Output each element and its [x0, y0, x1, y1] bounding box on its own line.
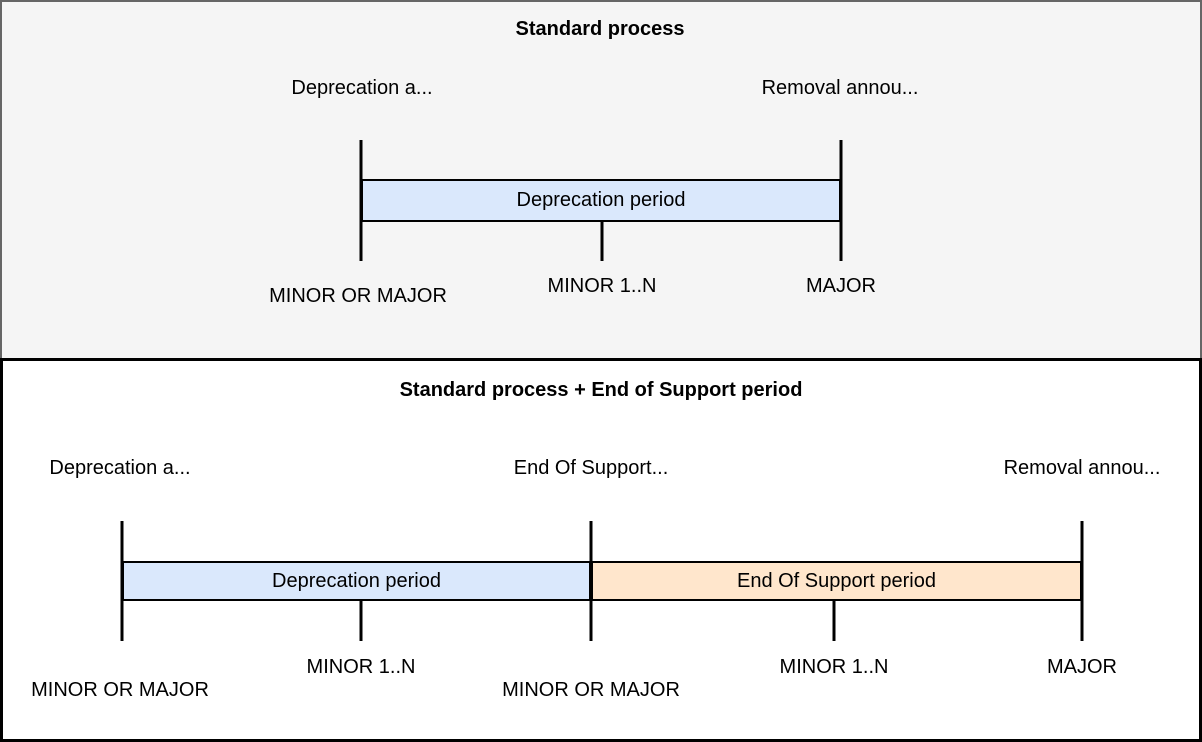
standard-process-eos-panel	[0, 358, 1202, 742]
timeline-tick-end	[839, 140, 843, 261]
standard-process-title: Standard process	[515, 18, 685, 40]
timeline-tick-start	[359, 140, 363, 261]
milestone2-minor-1-n-2: MINOR 1..N	[779, 656, 889, 678]
removal-announcement-label-2: Removal annou...	[1003, 457, 1161, 479]
milestone2-major: MAJOR	[1047, 656, 1117, 678]
timeline-tick-minor	[600, 222, 604, 261]
timeline2-tick-minor-1	[359, 601, 363, 641]
timeline2-tick-start	[120, 521, 124, 641]
deprecation-announcement-label: Deprecation a...	[291, 77, 433, 99]
deprecation-period-bar-2-label: Deprecation period	[272, 569, 441, 592]
milestone-minor-or-major: MINOR OR MAJOR	[269, 285, 447, 307]
standard-process-eos-title: Standard process + End of Support period	[399, 379, 803, 401]
milestone2-minor-or-major-2: MINOR OR MAJOR	[502, 679, 680, 701]
deprecation-announcement-label-2: Deprecation a...	[49, 457, 191, 479]
deprecation-period-bar-2: Deprecation period	[122, 561, 591, 601]
timeline2-tick-end	[1080, 521, 1084, 641]
deprecation-period-bar: Deprecation period	[361, 179, 841, 222]
end-of-support-announcement-label: End Of Support...	[513, 457, 669, 479]
deprecation-period-bar-label: Deprecation period	[516, 189, 686, 211]
milestone2-minor-1-n-1: MINOR 1..N	[306, 656, 416, 678]
timeline2-tick-minor-2	[832, 601, 836, 641]
milestone-minor-1-n: MINOR 1..N	[547, 275, 657, 297]
milestone-major: MAJOR	[806, 275, 876, 297]
timeline2-tick-eos-start	[589, 521, 593, 641]
milestone2-minor-or-major-1: MINOR OR MAJOR	[31, 679, 209, 701]
end-of-support-period-bar: End Of Support period	[591, 561, 1082, 601]
end-of-support-period-bar-label: End Of Support period	[736, 569, 936, 592]
removal-announcement-label: Removal annou...	[761, 77, 919, 99]
